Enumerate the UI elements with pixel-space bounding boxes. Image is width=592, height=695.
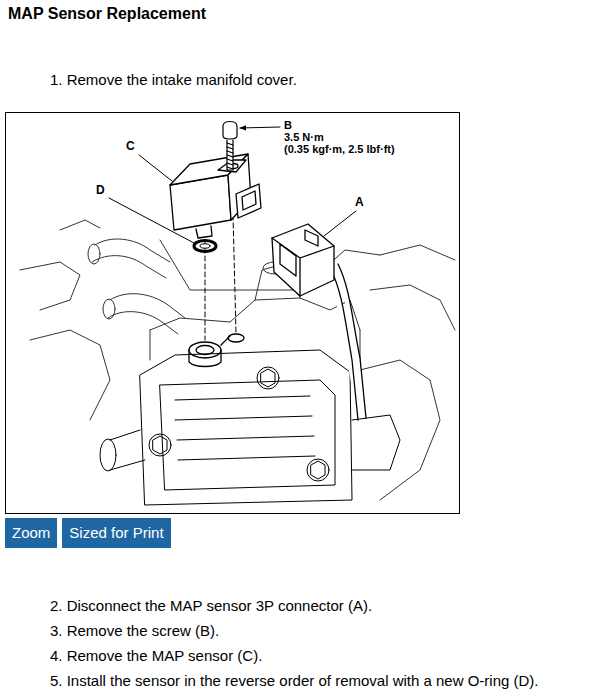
callout-letter: A <box>355 196 364 210</box>
callout-letter: B <box>284 119 292 132</box>
screw-thread <box>227 143 233 145</box>
sensor-port <box>189 334 244 367</box>
button-label: Zoom <box>12 524 50 541</box>
map-sensor <box>170 154 261 238</box>
torque-spec: 3.5 N·m <box>284 131 324 144</box>
screw-thread <box>227 167 233 169</box>
connector <box>272 224 366 420</box>
page-title: MAP Sensor Replacement <box>8 5 206 23</box>
callout-letter: D <box>96 184 105 198</box>
screw-thread <box>227 151 233 153</box>
screw-thread <box>227 163 233 165</box>
step-text: 1. Remove the intake manifold cover. <box>50 71 297 88</box>
step-text: 5. Install the sensor in the reverse ord… <box>50 672 539 689</box>
figure-frame <box>6 113 460 514</box>
screw <box>223 122 237 171</box>
step-text: 2. Disconnect the MAP sensor 3P connecto… <box>50 597 372 614</box>
screw-thread <box>227 155 233 157</box>
step-text: 4. Remove the MAP sensor (C). <box>50 647 262 664</box>
step-text: 3. Remove the screw (B). <box>50 622 219 639</box>
screw-thread <box>227 147 233 149</box>
intake-manifold <box>20 220 455 500</box>
throttle-body <box>100 350 400 505</box>
button: Zoom <box>5 518 57 548</box>
button: Sized for Print <box>62 518 170 548</box>
screw-thread <box>227 159 233 161</box>
torque-spec: (0.35 kgf·m, 2.5 lbf·ft) <box>284 143 395 156</box>
o-ring <box>194 241 216 252</box>
callout-letter: C <box>126 140 135 154</box>
button-label: Sized for Print <box>69 524 163 541</box>
